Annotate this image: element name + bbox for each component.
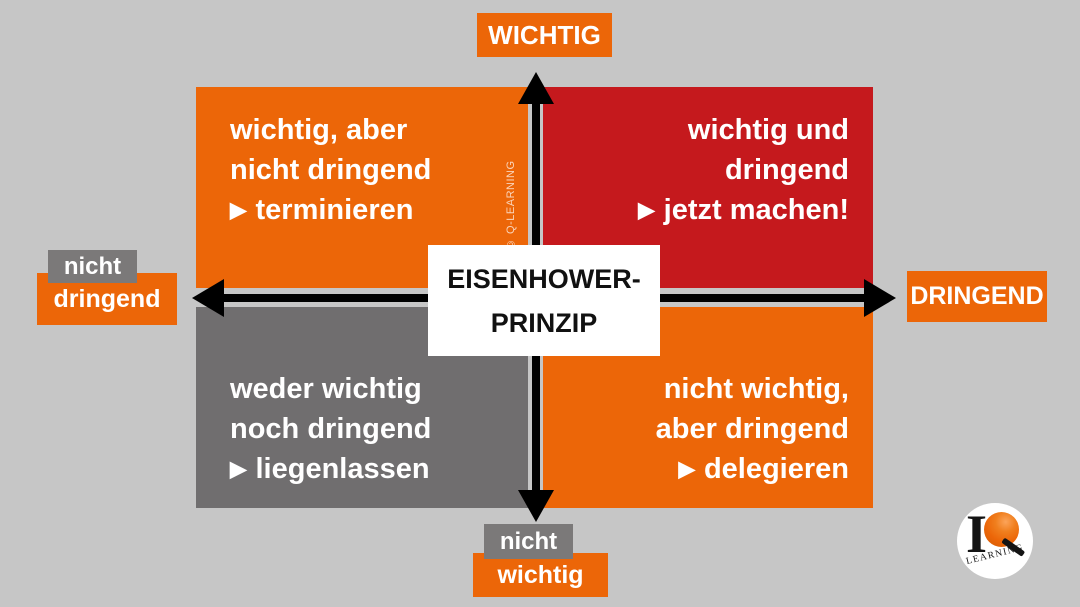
quadrant-line: dringend xyxy=(724,154,849,186)
quadrant-line: wichtig, aber xyxy=(230,114,408,146)
quadrant-action-label: delegieren xyxy=(703,453,849,485)
action-triangle-icon: ▶ xyxy=(230,198,247,222)
copyright-watermark: © Q-LEARNING xyxy=(505,160,517,250)
quadrant-line: aber dringend xyxy=(655,413,849,445)
quadrant-line: nicht dringend xyxy=(230,154,432,186)
quadrant-text-block: wichtig und dringend ▶ jetzt machen! xyxy=(543,87,873,288)
quadrant-line: weder wichtig xyxy=(230,373,422,405)
axis-label-not-important-word2: wichtig xyxy=(473,553,608,597)
arrow-left-icon xyxy=(192,279,224,317)
axis-label-urgent: DRINGEND xyxy=(907,271,1047,322)
arrow-up-icon xyxy=(518,72,554,104)
axis-label-important: WICHTIG xyxy=(477,13,612,57)
diagram-title-line1: EISENHOWER- xyxy=(447,263,641,294)
diagram-title-box: EISENHOWER- PRINZIP xyxy=(428,245,660,356)
quadrant-action-label: liegenlassen xyxy=(255,453,430,485)
quadrant-action-line: ▶ terminieren xyxy=(230,190,528,232)
quadrant-important-not-urgent: wichtig, aber nicht dringend ▶ terminiere… xyxy=(196,87,528,288)
axis-label-not-important-word1: nicht xyxy=(484,524,573,559)
quadrant-line: nicht wichtig, xyxy=(663,373,849,405)
axis-label-not-urgent-word1: nicht xyxy=(48,250,137,283)
logo-letter-i: I xyxy=(966,504,988,564)
quadrant-action-label: jetzt machen! xyxy=(663,194,849,226)
arrow-down-icon xyxy=(518,490,554,522)
action-triangle-icon: ▶ xyxy=(638,198,655,222)
q-learning-logo: I LEARNING xyxy=(957,503,1033,579)
quadrant-action-line: ▶ delegieren xyxy=(543,449,849,491)
quadrant-action-line: ▶ jetzt machen! xyxy=(543,190,849,232)
quadrant-line: wichtig und xyxy=(687,114,849,146)
quadrant-text-block: wichtig, aber nicht dringend ▶ terminiere… xyxy=(196,87,528,288)
quadrant-action-label: terminieren xyxy=(255,194,414,226)
quadrant-text-block: weder wichtig noch dringend ▶ liegenlasse… xyxy=(196,307,528,508)
action-triangle-icon: ▶ xyxy=(678,457,695,481)
diagram-title-line2: PRINZIP xyxy=(490,307,598,338)
quadrant-action-line: ▶ liegenlassen xyxy=(230,449,528,491)
arrow-right-icon xyxy=(864,279,896,317)
quadrant-text-block: nicht wichtig, aber dringend ▶ delegieren xyxy=(543,307,873,508)
quadrant-line: noch dringend xyxy=(230,413,432,445)
action-triangle-icon: ▶ xyxy=(230,457,247,481)
